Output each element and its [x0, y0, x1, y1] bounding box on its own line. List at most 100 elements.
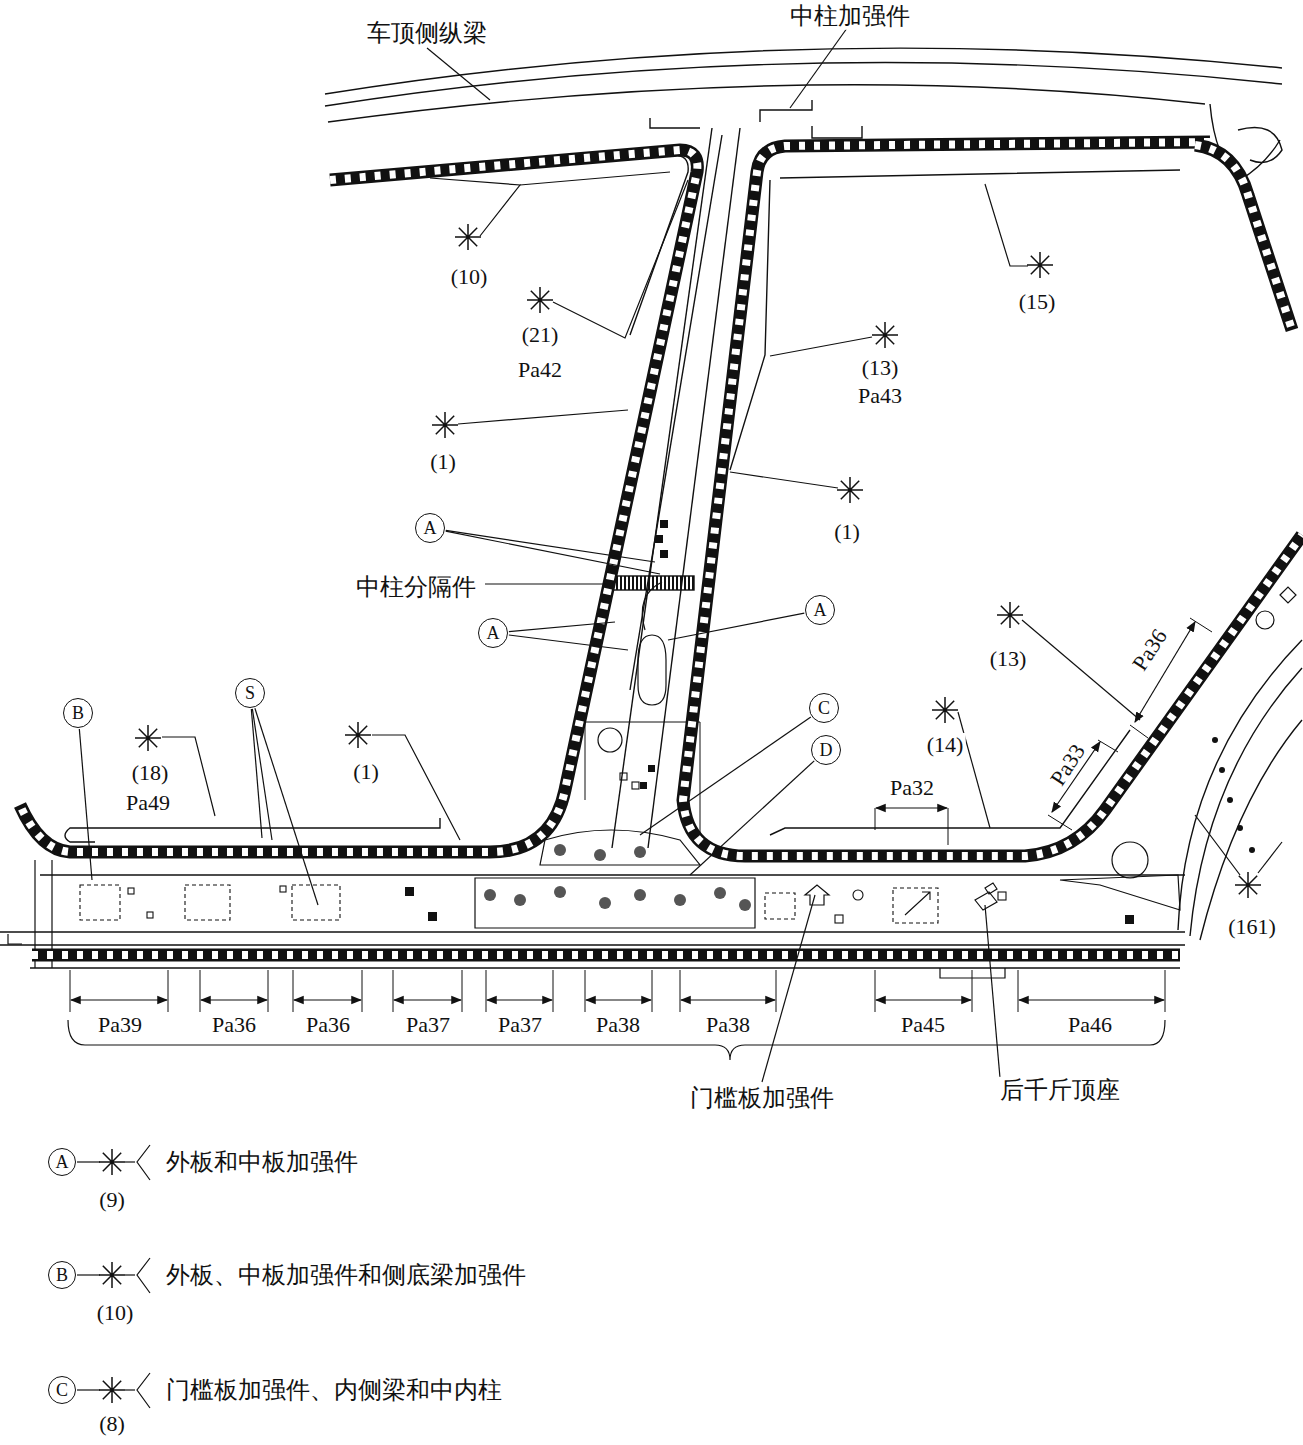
dimension-arrow — [1019, 999, 1164, 1000]
leader-line — [790, 24, 850, 108]
dimension-arrow — [876, 807, 947, 808]
callout-number: (10) — [449, 265, 490, 289]
hole-outline — [80, 885, 120, 920]
callout-number: (9) — [97, 1188, 127, 1212]
dimension-arrow — [586, 999, 651, 1000]
hole-outline — [185, 885, 230, 920]
part-name: 门槛板加强件 — [688, 1085, 836, 1111]
spot-weld — [674, 894, 686, 906]
dimension-arrow — [876, 999, 971, 1000]
spot-weld — [714, 887, 726, 899]
leader-line — [137, 1373, 150, 1408]
circled-letter: A — [478, 618, 508, 648]
circled-letter: B — [63, 698, 93, 728]
dimension-arrow — [71, 999, 167, 1000]
callout-number: (15) — [1017, 290, 1058, 314]
callout-number: (13) — [860, 356, 901, 380]
leader-line — [485, 583, 606, 584]
body-line — [650, 100, 812, 128]
leader-line — [255, 708, 318, 905]
legend-text: 门槛板加强件、内侧梁和中内柱 — [166, 1374, 502, 1406]
bead-dot — [1249, 847, 1255, 853]
small-hole — [660, 520, 668, 528]
leader-line — [372, 735, 460, 840]
leader-line — [458, 410, 628, 424]
extension-line — [875, 970, 972, 1012]
extension-line — [585, 970, 652, 1012]
extension-line — [70, 970, 168, 1012]
leader-line — [690, 761, 814, 875]
leader-line — [125, 1161, 135, 1162]
callout-number: Pa32 — [888, 776, 936, 800]
leader-line — [137, 1145, 150, 1180]
letter: B — [56, 1266, 68, 1284]
body-line — [1238, 128, 1282, 163]
body-line — [430, 155, 688, 335]
weld-symbol — [99, 1262, 125, 1288]
weld-symbol — [99, 1149, 125, 1175]
circled-letter: D — [811, 735, 841, 765]
spot-weld — [554, 886, 566, 898]
body-line — [770, 730, 1130, 835]
weld-seam — [683, 142, 1302, 856]
body-line — [638, 635, 666, 705]
small-hole — [648, 765, 655, 772]
leader-line — [77, 1274, 100, 1275]
weld-symbol — [99, 1377, 125, 1403]
circled-letter: A — [805, 595, 835, 625]
extension-line — [486, 970, 553, 1012]
callout-number: Pa36 — [210, 1013, 258, 1037]
body-line — [325, 63, 1282, 106]
leader-line — [137, 1258, 150, 1293]
letter: C — [56, 1381, 68, 1399]
leader-line — [446, 531, 660, 574]
leader-line — [430, 178, 520, 236]
dimension-arrow — [294, 999, 361, 1000]
callout-number: Pa37 — [404, 1013, 452, 1037]
weld-symbol — [135, 725, 161, 751]
leader-line — [1022, 620, 1140, 720]
leader-line — [77, 1161, 100, 1162]
leader-line — [79, 729, 92, 880]
small-hole — [147, 912, 153, 918]
callout-number: (18) — [130, 761, 171, 785]
leader-line — [730, 472, 838, 488]
letter: D — [820, 741, 833, 759]
body-line — [65, 818, 440, 842]
sill-line — [40, 874, 1185, 876]
small-hole — [655, 535, 663, 543]
part-name: 中柱加强件 — [788, 3, 912, 29]
dimension-arrow — [681, 999, 775, 1000]
body-line — [853, 890, 863, 900]
body-line — [975, 883, 997, 910]
leader-line — [985, 905, 1000, 1078]
weld-symbol — [837, 477, 863, 503]
letter: A — [814, 601, 827, 619]
leader-line — [252, 709, 272, 840]
circled-letter: C — [809, 693, 839, 723]
extension-line — [293, 970, 362, 1012]
leader-line — [762, 895, 815, 1082]
spot-weld — [739, 899, 751, 911]
callout-number: Pa38 — [594, 1013, 642, 1037]
callout-number: (13) — [988, 647, 1029, 671]
spot-weld — [599, 897, 611, 909]
weld-symbol — [455, 224, 481, 250]
body-line — [598, 728, 622, 752]
circled-letter: C — [48, 1376, 76, 1404]
leader-line — [125, 1389, 135, 1390]
letter: S — [245, 684, 255, 702]
spot-weld — [634, 846, 646, 858]
callout-number: (14) — [925, 733, 966, 757]
leader-line — [553, 180, 688, 338]
body-line — [1210, 104, 1280, 180]
extension-line — [393, 970, 462, 1012]
weld-seam-gap — [683, 142, 1302, 856]
part-name: 后千斤顶座 — [998, 1077, 1122, 1103]
callout-number: Pa39 — [96, 1013, 144, 1037]
callout-number: Pa36 — [304, 1013, 352, 1037]
body-line — [540, 830, 700, 865]
leader-line — [668, 613, 804, 640]
callout-number: (10) — [95, 1301, 136, 1325]
weld-seam-gap — [20, 150, 697, 852]
